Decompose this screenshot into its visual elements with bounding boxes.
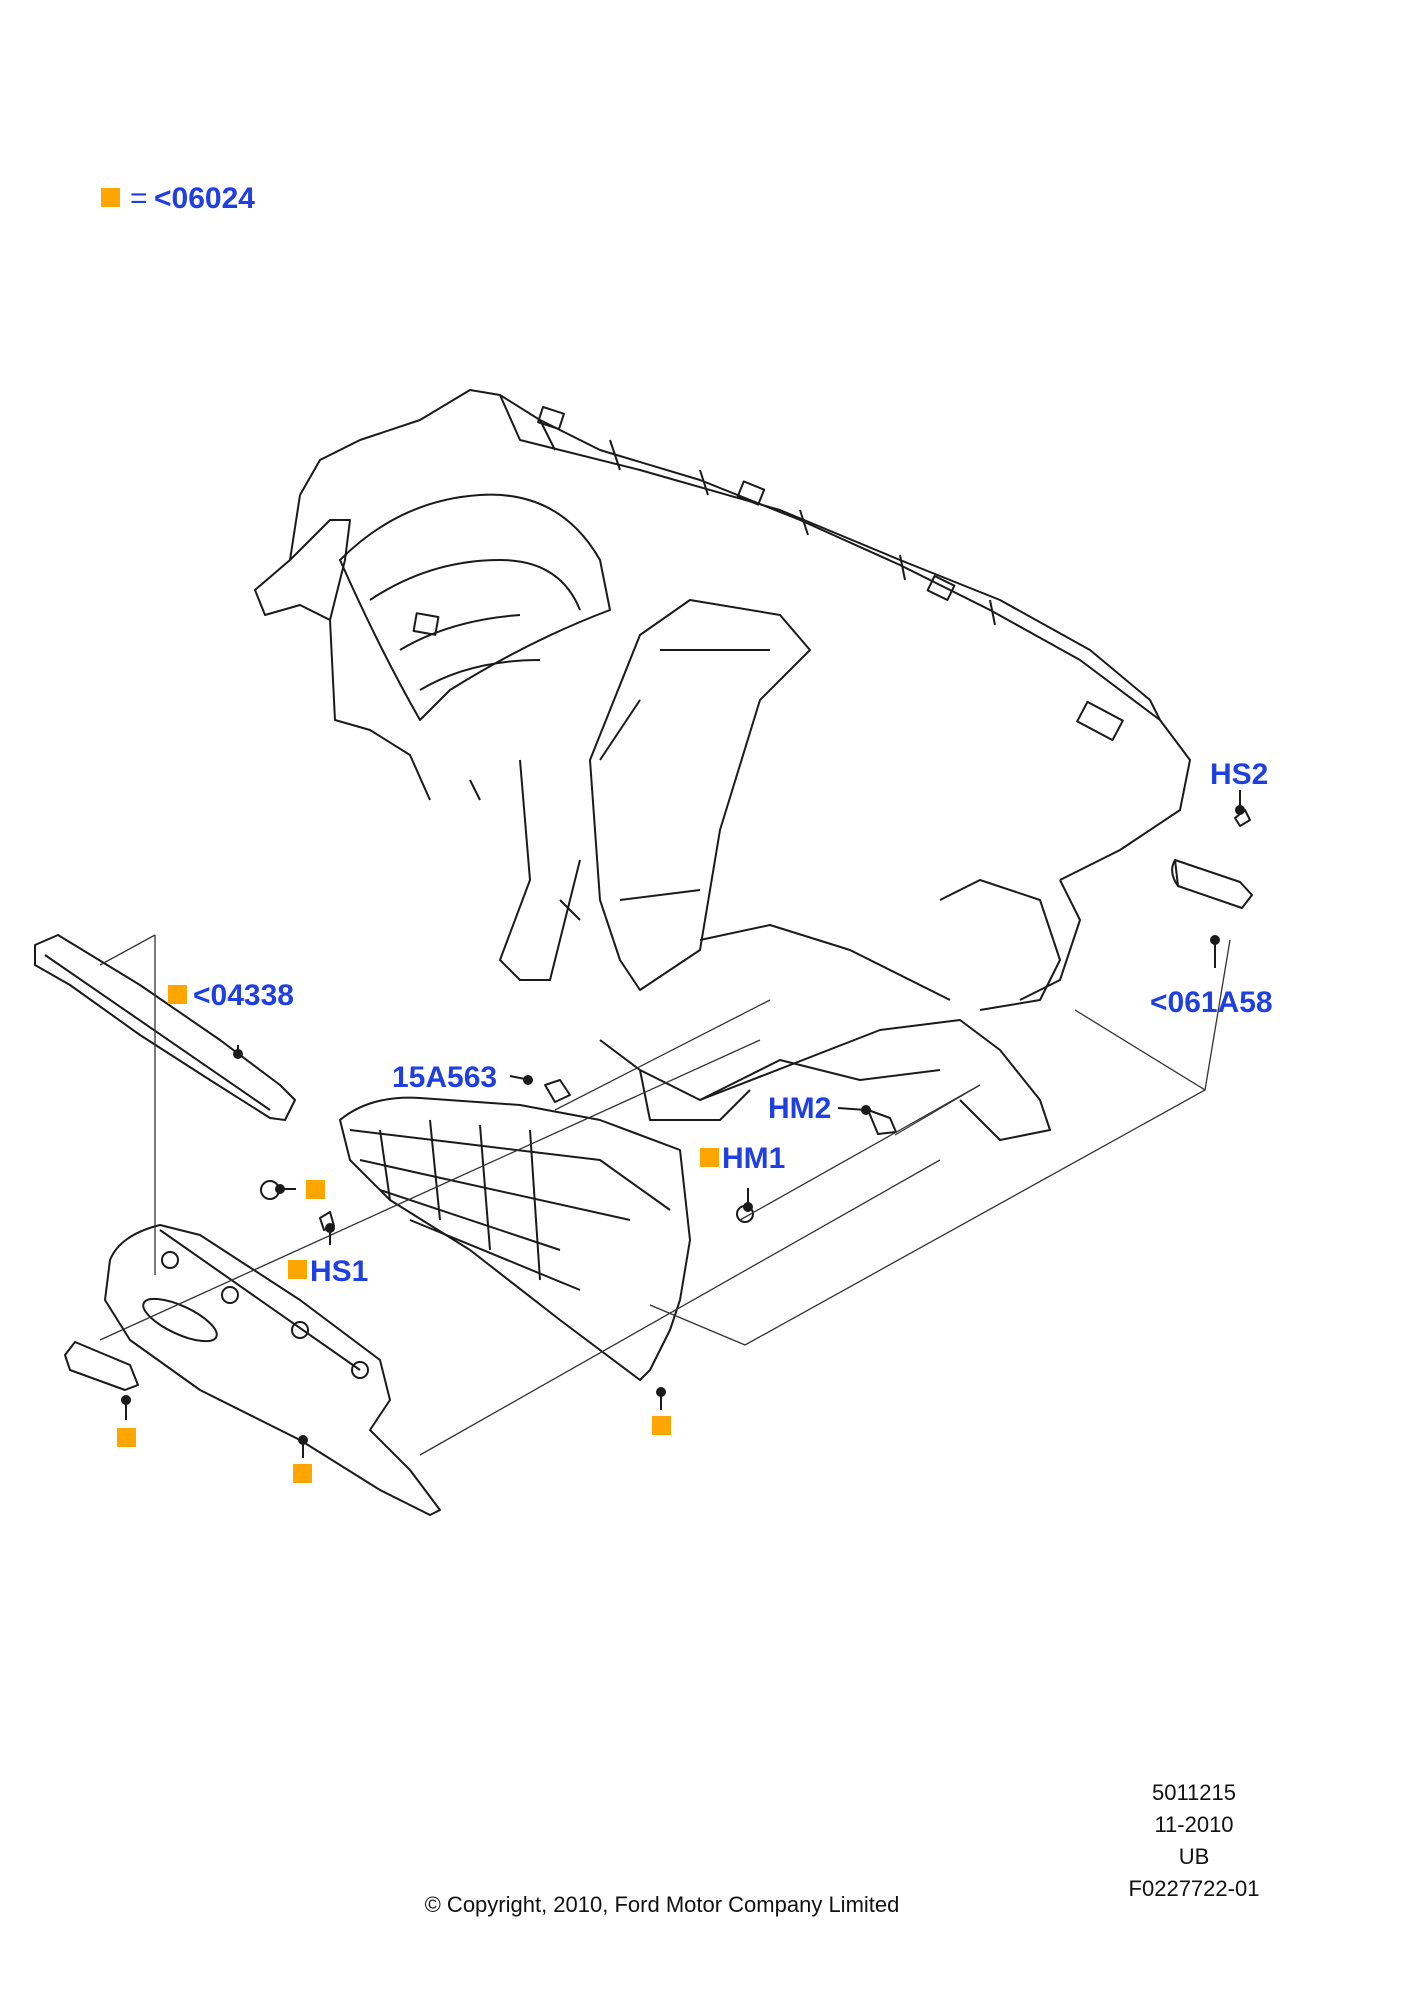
leaders: [121, 790, 1245, 1458]
callout-hm1[interactable]: HM1: [722, 1142, 785, 1175]
info-number: 5011215: [1152, 1780, 1236, 1805]
legend-text: <06024: [154, 182, 255, 215]
info-region: UB: [1179, 1844, 1210, 1869]
marker-icon-latch: [117, 1428, 136, 1447]
callout-04338[interactable]: <04338: [193, 979, 294, 1012]
callout-hs1[interactable]: HS1: [310, 1255, 368, 1288]
instrument-panel-drawing: [254, 389, 1191, 1141]
callout-hs2[interactable]: HS2: [1210, 758, 1268, 791]
markers: [117, 985, 719, 1483]
glove-box-drawing: [34, 809, 1253, 1516]
callouts: HS2 <061A58 <04338 15A563 HM2 HM1 HS1: [193, 758, 1273, 1288]
info-figure: F0227722-01: [1129, 1876, 1260, 1901]
marker-icon-hs1: [288, 1260, 307, 1279]
trim-strip: [34, 934, 296, 1121]
info-date: 11-2010: [1154, 1812, 1233, 1837]
callout-15a563[interactable]: 15A563: [392, 1061, 497, 1094]
marker-icon-screw: [306, 1180, 325, 1199]
legend: = <06024: [101, 182, 255, 215]
info-block: 5011215 11-2010 UB F0227722-01 © Copyrig…: [425, 1780, 1260, 1917]
callout-061a58[interactable]: <061A58: [1150, 986, 1273, 1019]
marker-icon-liner: [652, 1416, 671, 1435]
marker-icon-04338: [168, 985, 187, 1004]
marker-icon-door: [293, 1464, 312, 1483]
legend-marker-icon: [101, 188, 120, 207]
copyright-text: © Copyright, 2010, Ford Motor Company Li…: [425, 1892, 900, 1917]
callout-hm2[interactable]: HM2: [768, 1092, 831, 1125]
marker-icon-hm1: [700, 1148, 719, 1167]
legend-equals: =: [130, 182, 148, 215]
reference-lines: [99, 934, 1231, 1456]
